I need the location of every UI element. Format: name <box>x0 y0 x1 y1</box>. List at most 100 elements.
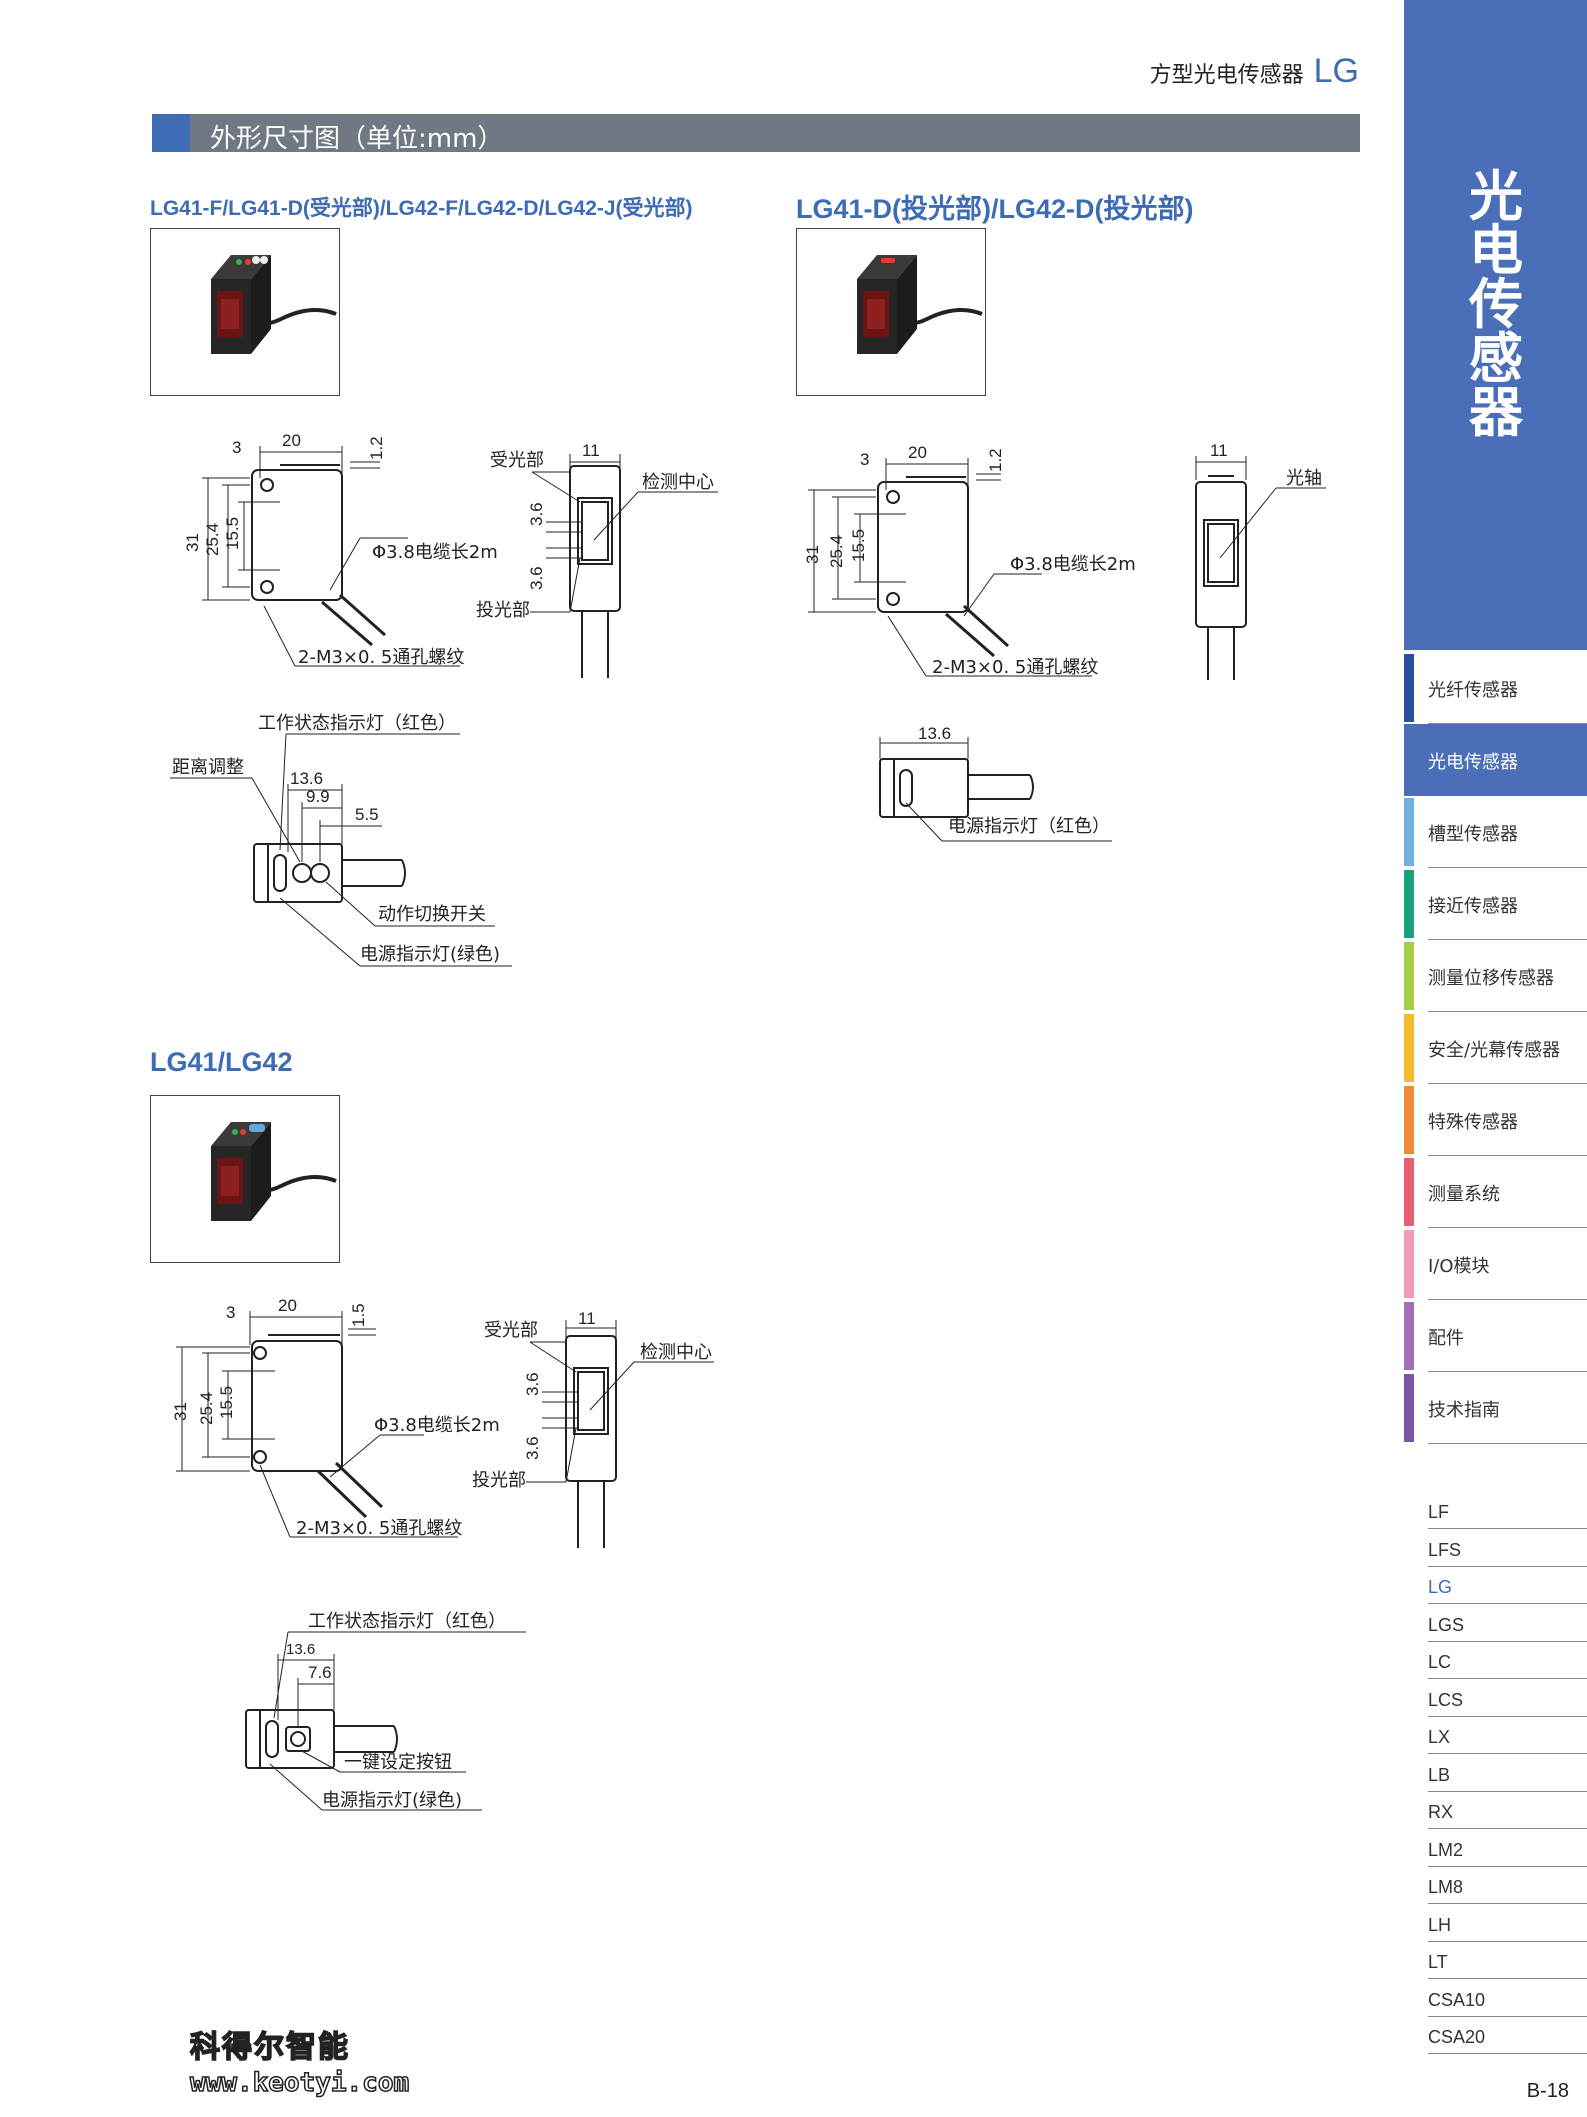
sidebar-category-8[interactable]: I/O模块 <box>1404 1228 1587 1300</box>
block2-top-drawing: 13.6 电源指示灯（红色） <box>879 724 1112 842</box>
divider <box>1428 1227 1587 1228</box>
divider <box>1428 1083 1587 1084</box>
b1-screw-label: 2-M3×0. 5通孔螺纹 <box>298 647 464 668</box>
sidebar-heading: 光电传感器 <box>1469 165 1523 444</box>
sidebar-model-label: CSA20 <box>1428 2027 1486 2047</box>
sidebar-heading-block: 光电传感器 <box>1404 0 1587 650</box>
b3-dim-155: 15.5 <box>217 1386 236 1419</box>
sidebar-category-4[interactable]: 测量位移传感器 <box>1404 940 1587 1012</box>
sidebar-model-lfs[interactable]: LFS <box>1428 1530 1587 1567</box>
sidebar-model-lh[interactable]: LH <box>1428 1905 1587 1942</box>
sidebar-category-5[interactable]: 安全/光幕传感器 <box>1404 1012 1587 1084</box>
sidebar-model-label: LT <box>1428 1952 1448 1972</box>
category-color-bar <box>1404 1014 1414 1082</box>
b2-dim-20: 20 <box>908 443 927 462</box>
divider <box>1428 1865 1587 1867</box>
block3-title: LG41/LG42 <box>150 1047 293 1077</box>
divider <box>1428 867 1587 868</box>
divider <box>1428 939 1587 940</box>
b2-power-led-label: 电源指示灯（红色） <box>948 816 1110 837</box>
b3-dim-20: 20 <box>278 1296 297 1315</box>
b2-dim-31: 31 <box>803 545 822 564</box>
sidebar-model-lcs[interactable]: LCS <box>1428 1680 1587 1717</box>
sidebar-model-lgs[interactable]: LGS <box>1428 1605 1587 1642</box>
sidebar-category-label: 槽型传感器 <box>1428 824 1518 845</box>
block3-front-drawing: 3 20 1.5 31 25.4 15.5 Φ3.8电缆长2m 2-M3×0. … <box>171 1296 500 1539</box>
sidebar-model-lm2[interactable]: LM2 <box>1428 1830 1587 1867</box>
header-model: LG <box>1313 52 1359 90</box>
divider <box>1428 1443 1587 1444</box>
b3-dim-76: 7.6 <box>308 1663 332 1682</box>
sidebar-category-label: 特殊传感器 <box>1428 1112 1518 1133</box>
b3-dim-3: 3 <box>226 1303 235 1322</box>
b1-dim-55: 5.5 <box>355 805 379 824</box>
b1-dim-99: 9.9 <box>306 787 330 806</box>
sidebar-model-lt[interactable]: LT <box>1428 1942 1587 1979</box>
category-color-bar <box>1404 1086 1414 1154</box>
sidebar-model-label: LM2 <box>1428 1839 1464 1860</box>
divider <box>1428 1828 1587 1829</box>
sidebar-category-10[interactable]: 技术指南 <box>1404 1372 1587 1444</box>
b1-dim-31: 31 <box>183 533 202 552</box>
b2-dim-3: 3 <box>860 450 869 469</box>
category-color-bar <box>1404 726 1414 794</box>
sidebar-model-label: LC <box>1428 1652 1452 1672</box>
divider <box>1428 1528 1587 1529</box>
sidebar-category-2[interactable]: 槽型传感器 <box>1404 796 1587 868</box>
b1-dim-36b: 3.6 <box>527 566 546 590</box>
b2-dim-254: 25.4 <box>827 535 846 568</box>
b3-dim-11: 11 <box>578 1310 596 1328</box>
sidebar-category-label: 配件 <box>1428 1328 1464 1349</box>
section-title-bar: 外形尺寸图（单位:mm） <box>152 114 1360 154</box>
b2-dim-155: 15.5 <box>849 529 868 562</box>
b3-power-led-label: 电源指示灯(绿色) <box>322 1790 462 1811</box>
b3-dim-31: 31 <box>171 1402 190 1421</box>
divider <box>1428 1155 1587 1156</box>
category-color-bar <box>1404 870 1414 938</box>
sidebar-category-7[interactable]: 测量系统 <box>1404 1156 1587 1228</box>
category-color-bar <box>1404 1302 1414 1370</box>
block1-side-drawing: 11 3.6 3.6 受光部 检测中心 投光部 <box>476 441 718 678</box>
block1-top-drawing: 13.6 9.9 5.5 工作状态指示灯（红色） 距离调整 动作切换开关 电源指… <box>170 713 512 967</box>
b3-cable-label: Φ3.8电缆长2m <box>374 1415 500 1436</box>
divider <box>1428 2015 1587 2017</box>
sidebar-category-3[interactable]: 接近传感器 <box>1404 868 1587 940</box>
sidebar-model-csa10[interactable]: CSA10 <box>1428 1980 1587 2017</box>
sidebar-model-lx[interactable]: LX <box>1428 1717 1587 1754</box>
sidebar-category-6[interactable]: 特殊传感器 <box>1404 1084 1587 1156</box>
sidebar-category-label: 安全/光幕传感器 <box>1428 1040 1561 1061</box>
block1-title: LG41-F/LG41-D(受光部)/LG42-F/LG42-D/LG42-J(… <box>150 197 693 220</box>
sidebar-model-lc[interactable]: LC <box>1428 1642 1587 1679</box>
divider <box>1428 1940 1587 1942</box>
sidebar-model-label: LFS <box>1428 1539 1462 1560</box>
b3-status-led-label: 工作状态指示灯（红色） <box>308 1611 506 1632</box>
watermark-logo: 科得尔智能 www.keotyi.com <box>189 2022 410 2099</box>
sidebar-model-lm8[interactable]: LM8 <box>1428 1867 1587 1904</box>
sidebar-category-label: 接近传感器 <box>1428 896 1518 917</box>
sidebar-category-9[interactable]: 配件 <box>1404 1300 1587 1372</box>
sidebar-category-label: 测量系统 <box>1428 1184 1500 1205</box>
sidebar-model-label: LCS <box>1428 1689 1464 1710</box>
divider <box>1428 1978 1587 1979</box>
sidebar-model-lf[interactable]: LF <box>1428 1492 1587 1529</box>
sidebar-model-label: LH <box>1428 1914 1452 1935</box>
b1-dim-20: 20 <box>282 431 301 450</box>
sidebar-category-1[interactable]: 光电传感器 <box>1404 724 1587 796</box>
b3-dim-15: 1.5 <box>349 1303 368 1327</box>
sidebar-model-csa20[interactable]: CSA20 <box>1428 2017 1587 2054</box>
b3-center-label: 检测中心 <box>640 1342 712 1363</box>
sidebar-model-lb[interactable]: LB <box>1428 1755 1587 1792</box>
divider <box>1428 1753 1587 1754</box>
block2-side-drawing: 11 光轴 <box>1195 441 1326 680</box>
sidebar-category-label: 光电传感器 <box>1428 752 1518 773</box>
sidebar-category-0[interactable]: 光纤传感器 <box>1404 652 1587 724</box>
sidebar-model-rx[interactable]: RX <box>1428 1792 1587 1829</box>
b2-dim-136: 13.6 <box>918 724 951 743</box>
sidebar-model-lg[interactable]: LG <box>1428 1567 1587 1604</box>
section-accent <box>152 114 190 152</box>
divider <box>1428 1715 1587 1717</box>
divider <box>1428 1790 1587 1792</box>
category-color-bar <box>1404 1230 1414 1298</box>
divider <box>1428 2053 1587 2054</box>
divider <box>1428 1011 1587 1012</box>
